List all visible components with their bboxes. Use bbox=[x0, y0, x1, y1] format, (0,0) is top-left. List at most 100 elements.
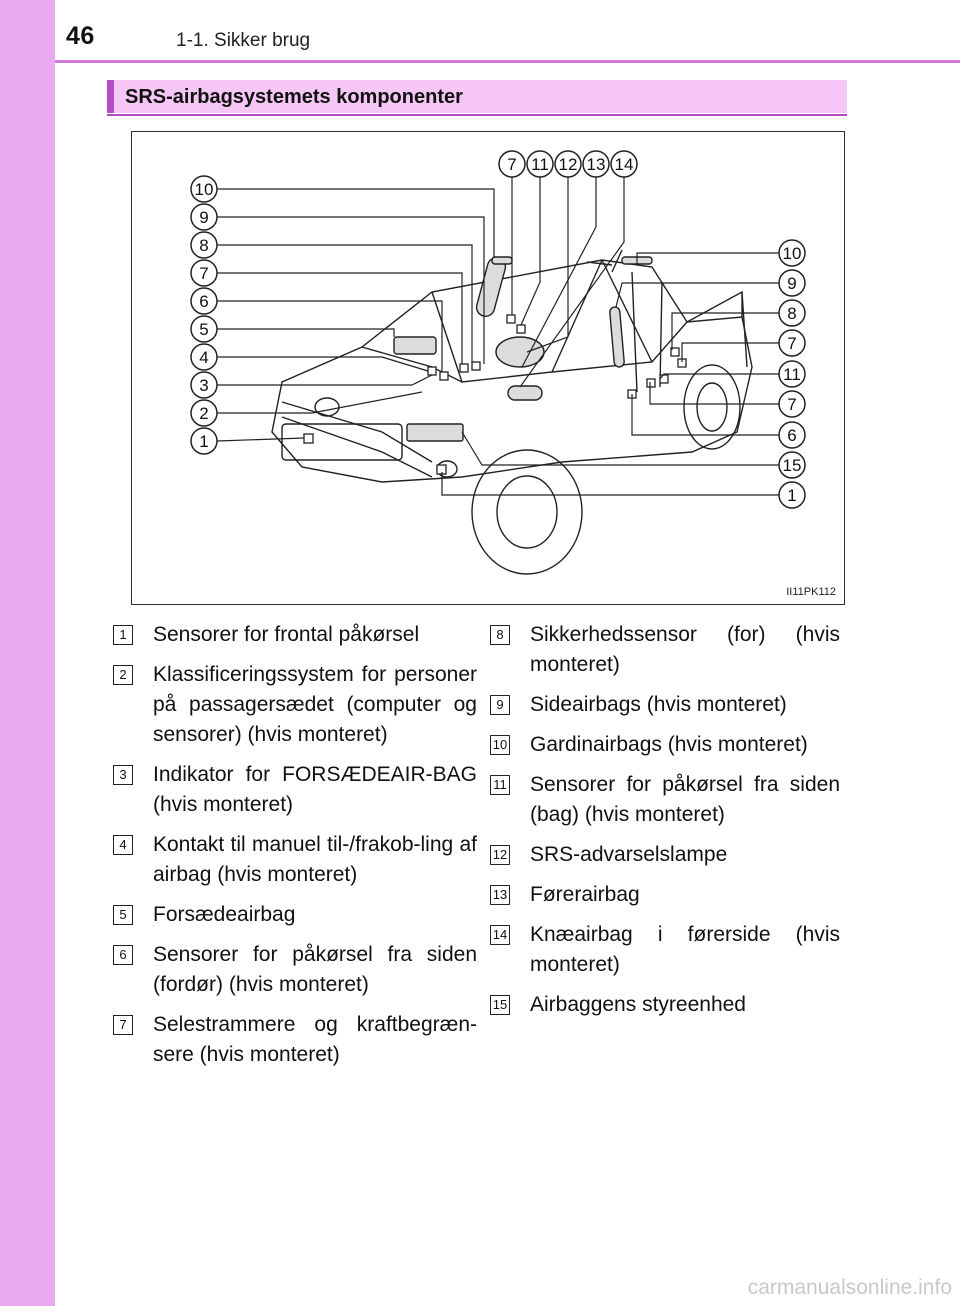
section-heading-underline bbox=[107, 114, 847, 116]
leader-line bbox=[519, 177, 625, 388]
callout-left-5: 5 bbox=[190, 315, 218, 343]
svg-text:3: 3 bbox=[199, 376, 208, 395]
legend-number-badge: 3 bbox=[113, 765, 133, 785]
legend-item-text: Klassificeringssystem for personer på pa… bbox=[153, 663, 477, 746]
leader-line bbox=[217, 374, 433, 386]
section-title: SRS-airbagsystemets komponenter bbox=[125, 86, 463, 108]
legend-number-badge: 2 bbox=[113, 665, 133, 685]
legend-number-badge: 11 bbox=[490, 775, 510, 795]
legend-item: 2 Klassificeringssystem for personer på p… bbox=[113, 660, 477, 750]
leader-line bbox=[217, 244, 473, 364]
legend-number-badge: 7 bbox=[113, 1015, 133, 1035]
callout-right-8: 8 bbox=[778, 299, 806, 327]
leader-line bbox=[636, 252, 779, 264]
callout-right-11: 11 bbox=[778, 360, 806, 388]
legend-number-badge: 15 bbox=[490, 995, 510, 1015]
svg-text:6: 6 bbox=[199, 292, 208, 311]
callout-left-10: 10 bbox=[190, 175, 218, 203]
legend-item-text: Forsædeairbag bbox=[153, 903, 296, 926]
svg-text:9: 9 bbox=[199, 208, 208, 227]
svg-text:4: 4 bbox=[199, 348, 208, 367]
side-band bbox=[0, 0, 55, 1306]
legend-item-text: Sensorer for påkørsel fra siden (bag) (h… bbox=[530, 773, 840, 826]
callout-left-1: 1 bbox=[190, 427, 218, 455]
legend-item: 1 Sensorer for frontal påkørsel bbox=[113, 620, 477, 650]
legend-item-text: Sikkerhedssensor (for) (hvis monteret) bbox=[530, 623, 840, 676]
legend-number-badge: 14 bbox=[490, 925, 510, 945]
svg-text:7: 7 bbox=[787, 395, 796, 414]
callout-right-15: 15 bbox=[778, 451, 806, 479]
legend-item-text: Førerairbag bbox=[530, 883, 640, 906]
svg-text:2: 2 bbox=[199, 404, 208, 423]
svg-text:10: 10 bbox=[195, 180, 214, 199]
callout-left-9: 9 bbox=[190, 203, 218, 231]
leader-line bbox=[217, 272, 463, 364]
svg-text:11: 11 bbox=[531, 155, 549, 174]
header-divider bbox=[55, 60, 960, 63]
legend-number-badge: 8 bbox=[490, 625, 510, 645]
legend-left-column: 1 Sensorer for frontal påkørsel 2 Klassific… bbox=[113, 620, 477, 1080]
legend-item: 8 Sikkerhedssensor (for) (hvis monteret) bbox=[490, 620, 840, 680]
legend-item: 10 Gardinairbags (hvis monteret) bbox=[490, 730, 840, 760]
leader-line bbox=[649, 382, 779, 405]
legend-item: 14 Knæairbag i førerside (hvis monteret) bbox=[490, 920, 840, 980]
callout-right-6: 6 bbox=[778, 421, 806, 449]
leader-line bbox=[521, 177, 597, 368]
legend-item-text: Sensorer for påkørsel fra siden (fordør)… bbox=[153, 943, 477, 996]
watermark: carmanualsonline.info bbox=[747, 1276, 952, 1299]
legend-item-text: Knæairbag i førerside (hvis monteret) bbox=[530, 923, 840, 976]
leader-line bbox=[217, 216, 485, 364]
callout-left-4: 4 bbox=[190, 343, 218, 371]
svg-text:11: 11 bbox=[783, 365, 801, 384]
callout-left-8: 8 bbox=[190, 231, 218, 259]
legend-item-text: Kontakt til manuel til-/frakob-ling af a… bbox=[153, 833, 477, 886]
leader-line bbox=[217, 328, 395, 337]
legend-item-text: Gardinairbags (hvis monteret) bbox=[530, 733, 808, 756]
leader-line bbox=[217, 391, 423, 414]
callout-left-7: 7 bbox=[190, 259, 218, 287]
legend-number-badge: 1 bbox=[113, 625, 133, 645]
legend-number-badge: 6 bbox=[113, 945, 133, 965]
callout-top-12: 12 bbox=[554, 150, 582, 178]
leader-line bbox=[526, 177, 569, 353]
svg-text:1: 1 bbox=[199, 432, 208, 451]
legend-item-text: Airbaggens styreenhed bbox=[530, 993, 746, 1016]
svg-text:8: 8 bbox=[787, 304, 796, 323]
leader-line bbox=[631, 394, 779, 436]
page-number: 46 bbox=[66, 22, 95, 50]
svg-text:7: 7 bbox=[199, 264, 208, 283]
legend-item-text: Selestrammere og kraftbegræn-sere (hvis … bbox=[153, 1013, 477, 1066]
callout-left-3: 3 bbox=[190, 371, 218, 399]
svg-text:9: 9 bbox=[787, 274, 796, 293]
legend-number-badge: 12 bbox=[490, 845, 510, 865]
legend-item: 11 Sensorer for påkørsel fra siden (bag) … bbox=[490, 770, 840, 830]
svg-text:14: 14 bbox=[615, 155, 634, 174]
legend-item: 3 Indikator for FORSÆDEAIR-BAG (hvis mont… bbox=[113, 760, 477, 820]
leader-line bbox=[217, 356, 429, 372]
leader-line bbox=[681, 342, 779, 362]
callout-right-7: 7 bbox=[778, 329, 806, 357]
svg-text:12: 12 bbox=[559, 155, 578, 174]
legend-number-badge: 10 bbox=[490, 735, 510, 755]
legend-item-text: Sensorer for frontal påkørsel bbox=[153, 623, 420, 646]
legend-item: 13 Førerairbag bbox=[490, 880, 840, 910]
callout-left-6: 6 bbox=[190, 287, 218, 315]
callout-top-11: 11 bbox=[526, 150, 554, 178]
callout-right-1: 1 bbox=[778, 481, 806, 509]
legend-item: 6 Sensorer for påkørsel fra siden (fordør… bbox=[113, 940, 477, 1000]
leader-line bbox=[217, 188, 495, 257]
leader-line bbox=[216, 437, 305, 442]
legend-item-text: Indikator for FORSÆDEAIR-BAG (hvis monte… bbox=[153, 763, 477, 816]
svg-text:10: 10 bbox=[783, 244, 802, 263]
legend-number-badge: 13 bbox=[490, 885, 510, 905]
leader-line bbox=[615, 282, 779, 308]
section-heading-bar bbox=[107, 80, 114, 113]
svg-text:1: 1 bbox=[787, 486, 796, 505]
leader-line bbox=[441, 472, 779, 496]
figure-code: II11PK112 bbox=[786, 586, 836, 598]
